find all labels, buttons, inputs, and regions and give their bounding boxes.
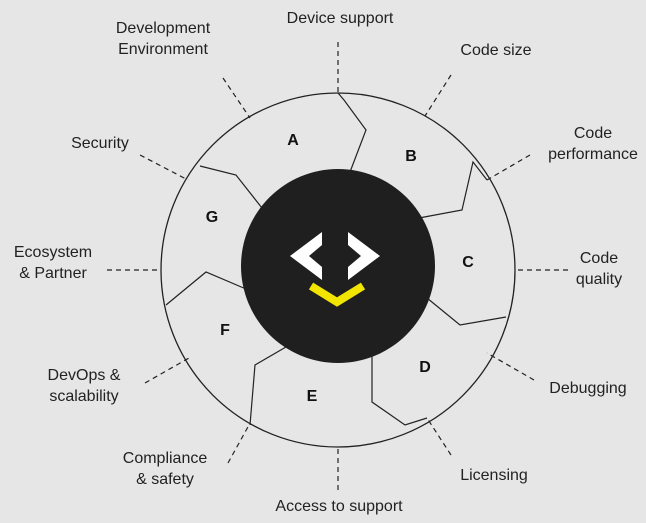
divider-a-b (337, 92, 367, 173)
divider-b-c (418, 160, 488, 219)
label-code-quality: Code quality (575, 250, 623, 288)
label-device-support: Device support (286, 10, 394, 27)
connector-development-environment (222, 77, 251, 119)
label-access-to-support: Access to support (275, 498, 403, 515)
label-debugging: Debugging (549, 380, 627, 397)
code-brackets-icon (290, 232, 380, 280)
chevron-down-icon (308, 282, 366, 307)
segment-label-a: A (287, 132, 299, 149)
label-code-size: Code size (460, 42, 532, 59)
label-security: Security (71, 135, 129, 152)
label-ecosystem-partner: Ecosystem & Partner (13, 244, 93, 282)
divider-c-d (426, 297, 507, 326)
divider-g-a (199, 165, 263, 209)
connector-lines (107, 42, 568, 490)
connector-security (139, 154, 189, 181)
label-licensing: Licensing (460, 467, 528, 484)
divider-f-g (165, 271, 247, 306)
connector-debugging (486, 352, 535, 381)
hub-circle (241, 169, 435, 363)
label-code-performance: Code performance (548, 125, 638, 163)
segment-label-d: D (419, 359, 431, 376)
segment-label-f: F (220, 322, 230, 339)
label-development-environment: Development Environment (115, 20, 211, 58)
segment-dividers (165, 92, 507, 426)
segment-label-b: B (405, 148, 417, 165)
connector-code-performance (486, 154, 531, 181)
divider-d-e (371, 340, 428, 426)
connector-compliance-safety (227, 424, 250, 464)
connector-devops-scalability (144, 357, 190, 384)
segment-label-g: G (205, 209, 219, 226)
segment-label-e: E (306, 388, 318, 405)
connector-licensing (426, 417, 452, 456)
divider-e-f (249, 339, 299, 426)
connector-code-size (424, 74, 452, 117)
label-devops-scalability: DevOps & scalability (47, 367, 121, 405)
label-compliance-safety: Compliance & safety (122, 450, 208, 488)
segment-label-c: C (462, 254, 474, 271)
